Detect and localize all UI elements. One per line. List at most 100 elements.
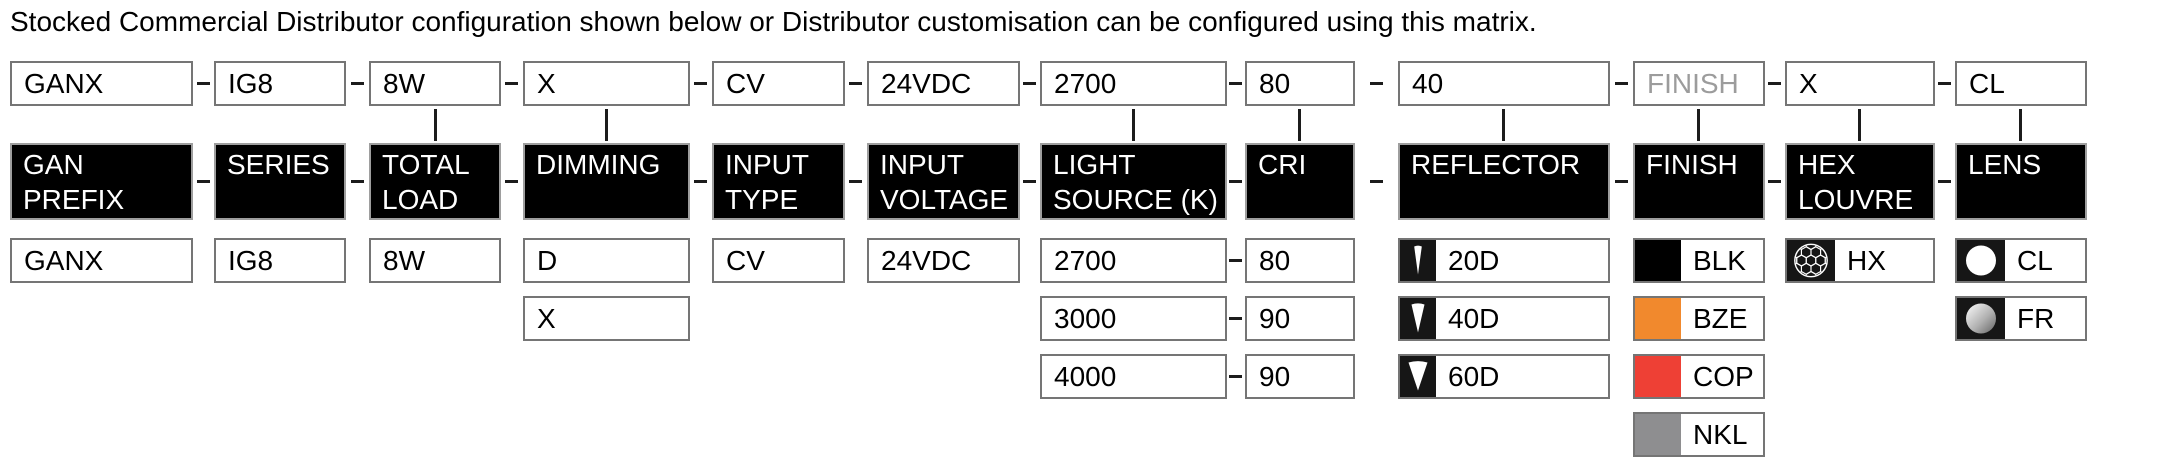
dash <box>1370 180 1383 183</box>
code-box-reflector: 40 <box>1398 61 1610 106</box>
option-label: 3000 <box>1054 302 1117 334</box>
dash <box>849 180 862 183</box>
header-cri: CRI <box>1245 143 1355 220</box>
dash <box>1615 82 1628 85</box>
dash <box>694 180 707 183</box>
code-box-series: IG8 <box>214 61 346 106</box>
option-x: X <box>523 296 690 341</box>
option-cri-90b: 90 <box>1245 354 1355 399</box>
option-label: FR <box>2017 302 2055 334</box>
dash <box>1229 82 1242 85</box>
option-cv: CV <box>712 238 845 283</box>
code-box-gan-prefix: GANX <box>10 61 193 106</box>
option-bze: BZE <box>1633 296 1765 341</box>
option-20d: 20D <box>1398 238 1610 283</box>
option-blk: BLK <box>1633 238 1765 283</box>
option-label: BLK <box>1693 244 1746 276</box>
option-24vdc: 24VDC <box>867 238 1020 283</box>
dash <box>1023 82 1036 85</box>
code-box-dimming: X <box>523 61 690 106</box>
option-40d: 40D <box>1398 296 1610 341</box>
connector-line <box>605 109 608 141</box>
column-cri: 80 CRI 80 90 90 <box>1245 0 1355 467</box>
code-box-cri: 80 <box>1245 61 1355 106</box>
connector-line <box>1858 109 1861 141</box>
finish-swatch-bronze <box>1635 298 1681 339</box>
column-hex-louvre: X HEX LOUVRE <box>1785 0 1935 467</box>
option-fr: FR <box>1955 296 2087 341</box>
dash <box>1229 180 1242 183</box>
beam-20d-icon <box>1400 240 1436 281</box>
option-4000k: 4000 <box>1040 354 1227 399</box>
column-reflector: 40 REFLECTOR 20D 40D 60D <box>1398 0 1610 467</box>
beam-40d-icon <box>1400 298 1436 339</box>
header-reflector: REFLECTOR <box>1398 143 1610 220</box>
code-value: X <box>537 67 556 99</box>
option-8w: 8W <box>369 238 501 283</box>
dash <box>351 82 364 85</box>
code-value: IG8 <box>228 67 274 99</box>
column-lens: CL LENS CL FR <box>1955 0 2087 467</box>
code-box-total-load: 8W <box>369 61 501 106</box>
header-light-source: LIGHT SOURCE (K) <box>1040 143 1227 220</box>
dash <box>1229 375 1242 378</box>
option-label: X <box>537 302 556 334</box>
header-lens: LENS <box>1955 143 2087 220</box>
column-gan-prefix: GANX GAN PREFIX GANX <box>10 0 193 467</box>
option-cl: CL <box>1955 238 2087 283</box>
hex-louvre-icon <box>1787 240 1835 281</box>
dash <box>1938 82 1951 85</box>
column-total-load: 8W TOTAL LOAD 8W <box>369 0 501 467</box>
column-light-source: 2700 LIGHT SOURCE (K) 2700 3000 4000 <box>1040 0 1227 467</box>
option-label: 2700 <box>1054 244 1117 276</box>
frosted-lens-icon <box>1957 298 2005 339</box>
option-label: IG8 <box>228 244 274 276</box>
option-label: 20D <box>1448 244 1500 276</box>
option-cri-80: 80 <box>1245 238 1355 283</box>
dash <box>1370 82 1383 85</box>
dash <box>197 180 210 183</box>
connector-line <box>434 109 437 141</box>
dash <box>849 82 862 85</box>
code-placeholder: FINISH <box>1647 67 1739 99</box>
option-hx: HX <box>1785 238 1935 283</box>
dash <box>1229 317 1242 320</box>
option-2700k: 2700 <box>1040 238 1227 283</box>
dash <box>505 82 518 85</box>
finish-swatch-black <box>1635 240 1681 281</box>
beam-60d-icon <box>1400 356 1436 397</box>
code-value: 80 <box>1259 67 1291 99</box>
option-label: 90 <box>1259 302 1291 334</box>
dash <box>1023 180 1036 183</box>
code-box-input-type: CV <box>712 61 845 106</box>
code-box-lens: CL <box>1955 61 2087 106</box>
header-dimming: DIMMING <box>523 143 690 220</box>
option-d: D <box>523 238 690 283</box>
option-label: 90 <box>1259 360 1291 392</box>
connector-line <box>1697 109 1700 141</box>
code-box-input-voltage: 24VDC <box>867 61 1020 106</box>
connector-line <box>1502 109 1505 141</box>
option-cop: COP <box>1633 354 1765 399</box>
option-60d: 60D <box>1398 354 1610 399</box>
code-value: 8W <box>383 67 425 99</box>
code-box-finish: FINISH <box>1633 61 1765 106</box>
option-label: BZE <box>1693 302 1748 334</box>
code-box-light-source: 2700 <box>1040 61 1227 106</box>
option-label: COP <box>1693 360 1754 392</box>
option-nkl: NKL <box>1633 412 1765 457</box>
code-value: CV <box>726 67 765 99</box>
clear-lens-icon <box>1957 240 2005 281</box>
matrix-title: Stocked Commercial Distributor configura… <box>10 6 1537 37</box>
code-value: X <box>1799 67 1818 99</box>
dash <box>1938 180 1951 183</box>
option-label: 24VDC <box>881 244 972 276</box>
option-label: HX <box>1847 244 1886 276</box>
option-label: 8W <box>383 244 425 276</box>
option-label: 80 <box>1259 244 1291 276</box>
column-input-type: CV INPUT TYPE CV <box>712 0 845 467</box>
header-input-voltage: INPUT VOLTAGE <box>867 143 1020 220</box>
column-series: IG8 SERIES IG8 <box>214 0 346 467</box>
code-value: GANX <box>24 67 104 99</box>
connector-line <box>2019 109 2022 141</box>
